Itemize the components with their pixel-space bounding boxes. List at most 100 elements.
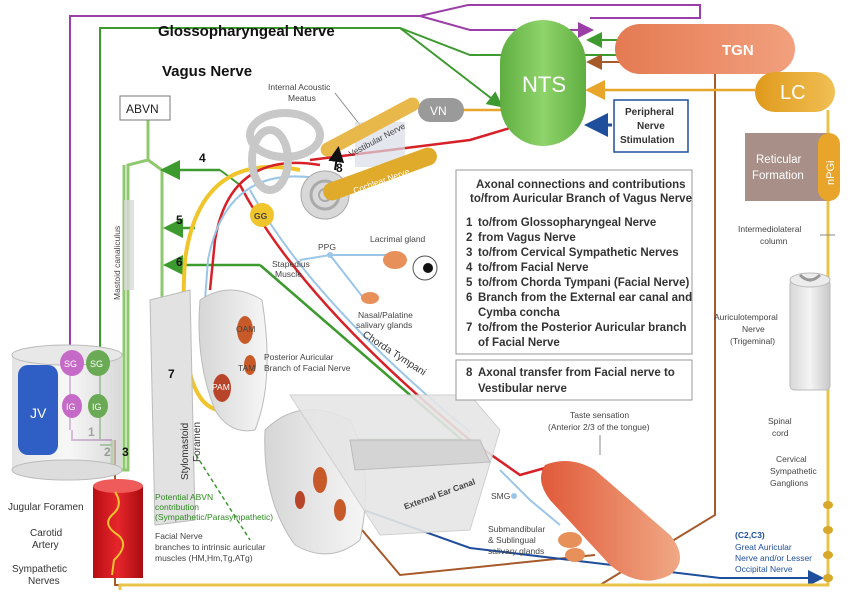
svg-text:TGN: TGN (722, 42, 754, 59)
svg-text:Intermediolateral: Intermediolateral (738, 224, 801, 234)
svg-text:SG: SG (90, 359, 103, 369)
svg-text:Cervical: Cervical (776, 454, 807, 464)
legend-item-text: of Facial Nerve (478, 337, 560, 349)
svg-text:Internal Acoustic: Internal Acoustic (268, 82, 331, 92)
svg-text:Reticular: Reticular (756, 154, 802, 166)
legend-item-text: to/from the Posterior Auricular branch (478, 322, 687, 334)
legend-item-text: to/from Chorda Tympani (Facial Nerve) (478, 277, 689, 289)
svg-text:column: column (760, 236, 788, 246)
svg-text:nPGi: nPGi (825, 161, 837, 185)
svg-text:& Sublingual: & Sublingual (488, 535, 536, 545)
cervical-chain-path (118, 110, 830, 590)
svg-text:contribution: contribution (155, 502, 199, 512)
legend-item-text: to/from Facial Nerve (478, 262, 589, 274)
spinal-cord (789, 272, 831, 391)
cochlear-nerve-bar (323, 147, 437, 201)
svg-text:Posterior Auricular: Posterior Auricular (264, 352, 334, 362)
vn-node: VN (418, 98, 464, 122)
legend-item-num: 3 (466, 247, 472, 259)
legend-item-text: from Vagus Nerve (478, 232, 576, 244)
svg-text:muscles (HM,Hm,Tg,ATg): muscles (HM,Hm,Tg,ATg) (155, 553, 253, 563)
svg-text:Ganglions: Ganglions (770, 478, 808, 488)
nasal-gland-icon (361, 292, 379, 304)
svg-text:IG: IG (66, 402, 76, 412)
svg-text:Nasal/Palatine: Nasal/Palatine (358, 310, 413, 320)
tgn-node: TGN (615, 24, 795, 74)
svg-text:salivary glands: salivary glands (356, 320, 412, 330)
svg-text:PPG: PPG (318, 242, 336, 252)
vestibular-nerve-bar (320, 97, 420, 157)
peripheral-stimulation-box: Peripheral Nerve Stimulation (613, 99, 689, 153)
svg-text:branches to intrinsic auricula: branches to intrinsic auricular (155, 542, 266, 552)
cervical-ganglia-dots (823, 501, 833, 582)
svg-text:(Sympathetic/Parasympathetic): (Sympathetic/Parasympathetic) (155, 512, 273, 522)
legend-box: Axonal connections and contributions to/… (455, 169, 693, 355)
svg-text:Mastoid canaliculus: Mastoid canaliculus (112, 226, 122, 300)
svg-text:5: 5 (176, 213, 183, 227)
inner-ear: Internal Acoustic Meatus Vestibular Nerv… (246, 82, 437, 227)
svg-text:Artery: Artery (32, 540, 59, 551)
svg-text:Potential ABVN: Potential ABVN (155, 492, 213, 502)
svg-text:Lacrimal gland: Lacrimal gland (370, 234, 426, 244)
svg-text:Great Auricular: Great Auricular (735, 542, 792, 552)
svg-text:7: 7 (168, 367, 175, 381)
lacrimal-gland-icon (383, 251, 438, 281)
svg-text:Jugular Foramen: Jugular Foramen (8, 502, 84, 513)
jugular-foramen: JV SG SG IG IG (11, 344, 123, 481)
svg-text:ABVN: ABVN (126, 102, 159, 116)
svg-text:SG: SG (64, 359, 77, 369)
gg-node (250, 203, 274, 227)
svg-text:Nerve: Nerve (637, 121, 665, 132)
svg-text:Peripheral: Peripheral (625, 107, 674, 118)
svg-text:salivary glands: salivary glands (488, 546, 544, 556)
svg-text:TAM: TAM (238, 363, 255, 373)
legend-item-num: 6 (466, 292, 472, 304)
legend-item-num: 1 (466, 217, 473, 229)
svg-text:Foramen: Foramen (192, 422, 203, 462)
legend-item-num: 2 (466, 232, 472, 244)
svg-text:Branch of Facial Nerve: Branch of Facial Nerve (264, 363, 351, 373)
svg-text:Carotid: Carotid (30, 528, 62, 539)
svg-text:JV: JV (30, 405, 47, 421)
facial-nerve-path (181, 164, 301, 413)
svg-text:Stapedius: Stapedius (272, 259, 310, 269)
svg-text:NTS: NTS (522, 72, 566, 97)
svg-text:8: 8 (466, 367, 473, 379)
legend-item-text: to/from Glossopharyngeal Nerve (478, 217, 656, 229)
salivary-gland-icon (558, 532, 582, 548)
legend-item-num: 4 (466, 262, 473, 274)
carotid-artery (93, 479, 143, 578)
nts-node: NTS (500, 20, 586, 146)
legend-item-text: Branch from the External ear canal and (478, 292, 692, 304)
tongue (541, 461, 680, 581)
svg-text:Formation: Formation (752, 170, 804, 182)
svg-text:OAM: OAM (236, 324, 255, 334)
legend-item-text: to/from Cervical Sympathetic Nerves (478, 247, 679, 259)
svg-text:6: 6 (176, 255, 183, 269)
svg-text:Chorda Tympani: Chorda Tympani (360, 329, 427, 378)
svg-text:Meatus: Meatus (288, 93, 316, 103)
legend-item-num: 5 (466, 277, 473, 289)
jv-vessel (18, 365, 58, 455)
svg-text:LC: LC (780, 82, 806, 104)
svg-text:Auriculotemporal: Auriculotemporal (714, 312, 778, 322)
svg-text:SMG: SMG (491, 491, 510, 501)
svg-text:IG: IG (92, 402, 102, 412)
legend-note-box: 8 Axonal transfer from Facial nerve to V… (455, 359, 693, 401)
ear-back: OAM TAM PAM (198, 289, 268, 432)
svg-text:Submandibular: Submandibular (488, 524, 545, 534)
legend-item-text: Cymba concha (478, 307, 560, 319)
svg-text:GG: GG (254, 211, 268, 221)
svg-text:to/from Auricular Branch of V: to/from Auricular Branch of Vagus Nerve (470, 193, 692, 205)
svg-text:Sympathetic: Sympathetic (12, 564, 67, 575)
svg-text:Spinal: Spinal (768, 416, 792, 426)
svg-text:cord: cord (772, 428, 789, 438)
svg-text:Vestibular nerve: Vestibular nerve (478, 383, 567, 395)
svg-text:Facial Nerve: Facial Nerve (155, 531, 203, 541)
svg-text:VN: VN (430, 104, 447, 118)
svg-text:4: 4 (199, 151, 206, 165)
svg-text:Occipital Nerve: Occipital Nerve (735, 564, 793, 574)
svg-text:Nerves: Nerves (28, 576, 60, 587)
svg-text:Sympathetic: Sympathetic (770, 466, 818, 476)
